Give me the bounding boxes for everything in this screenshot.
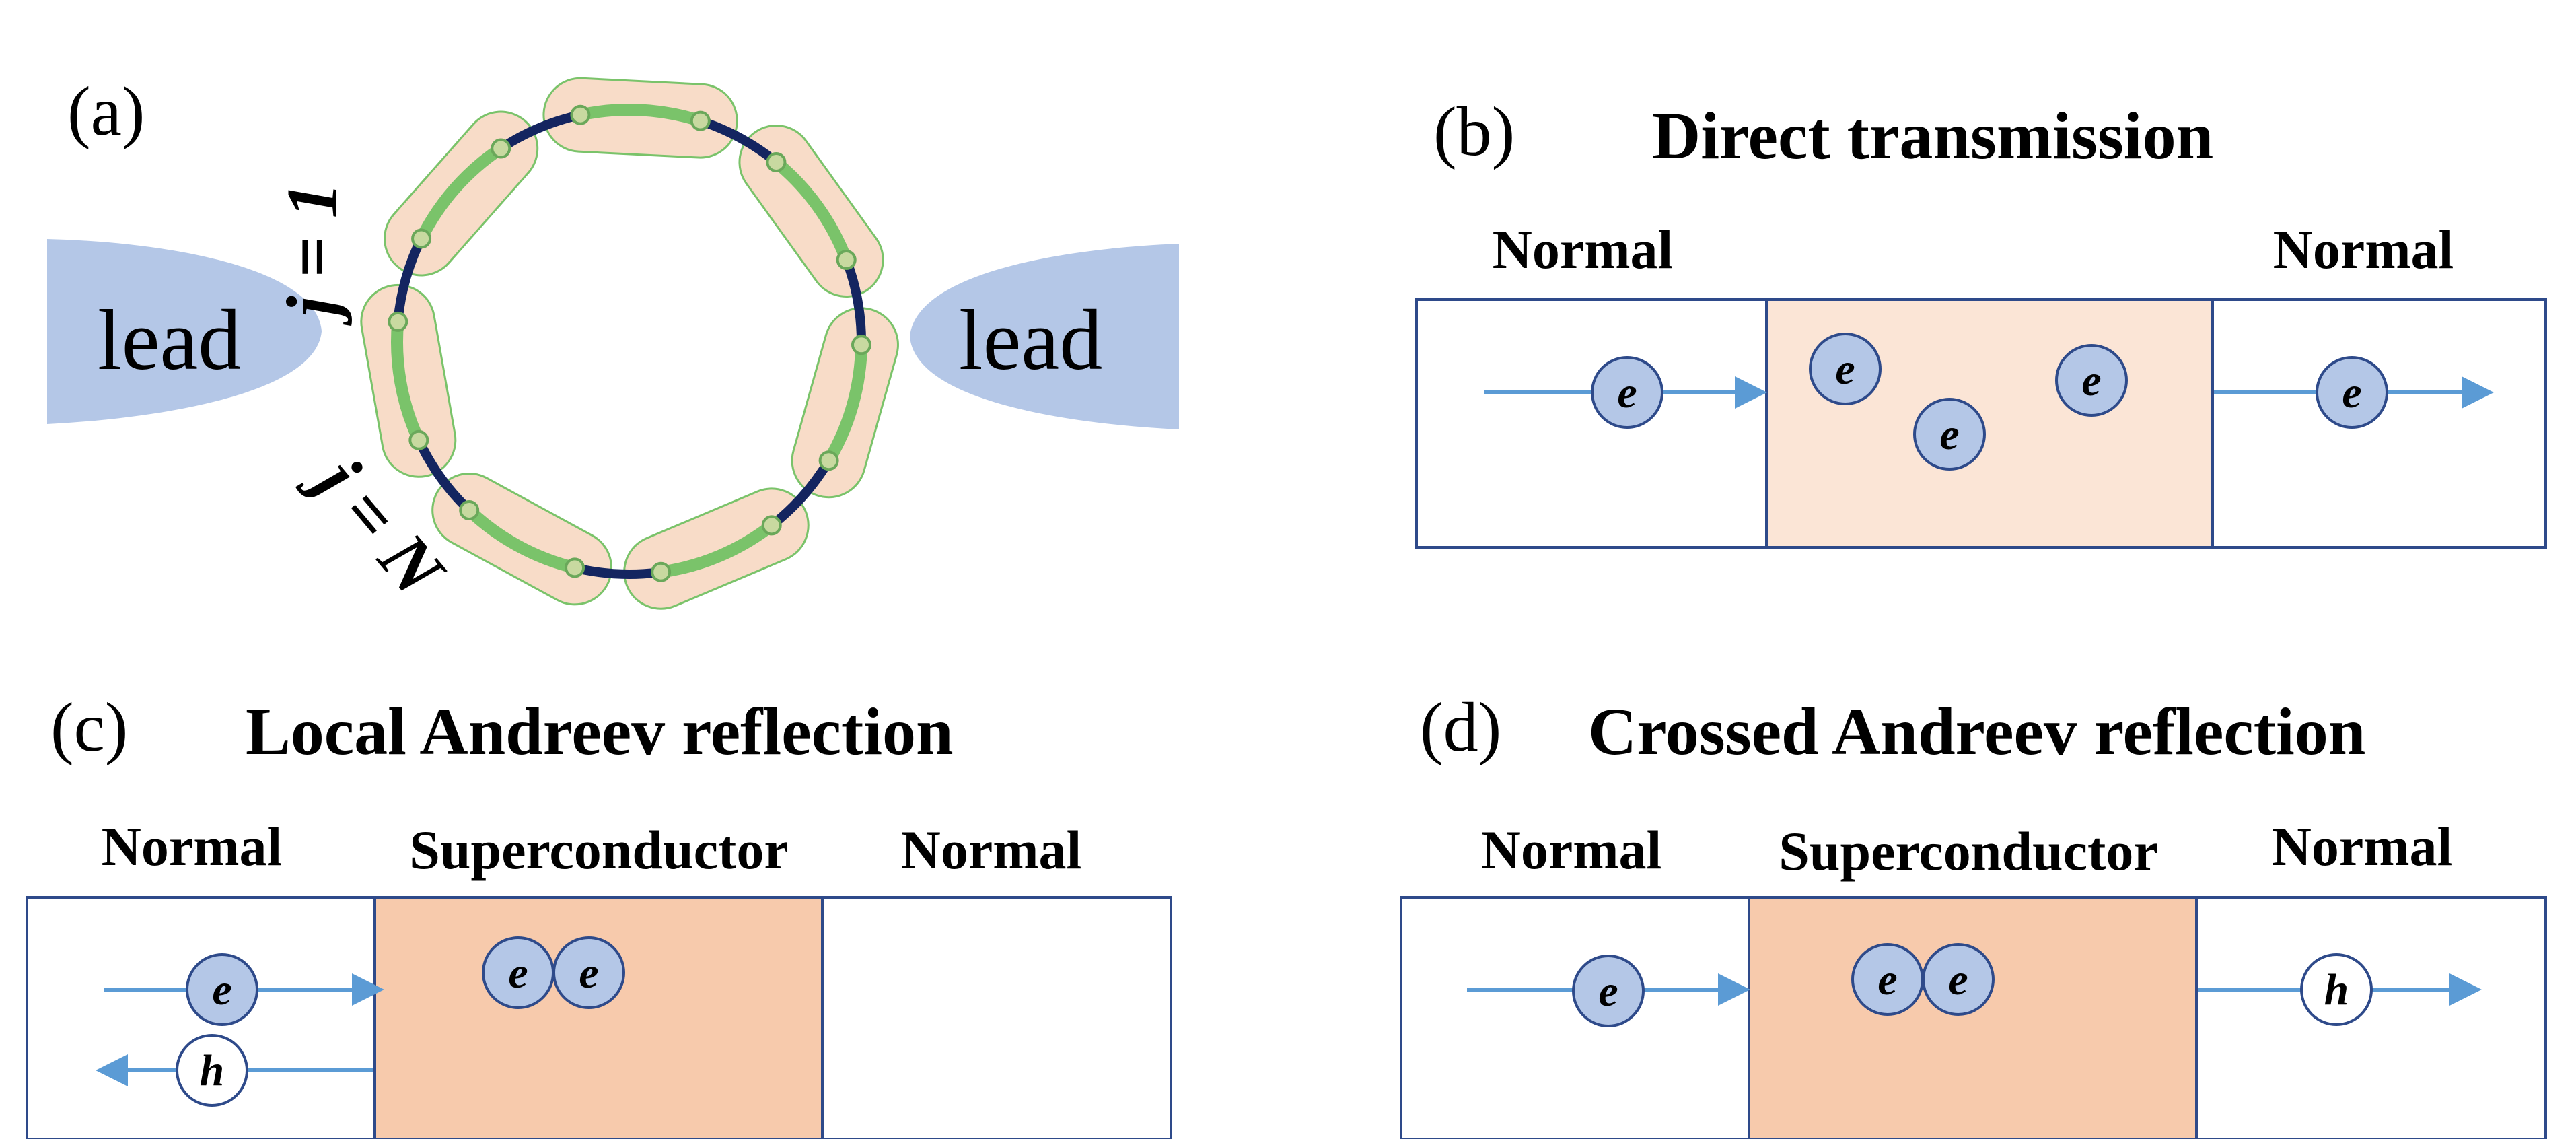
panel-d-hole-transmitted: h: [2300, 953, 2373, 1026]
bond-arc: [465, 506, 577, 574]
bond-arc: [823, 345, 867, 464]
panel-b-title: Direct transmission: [1652, 98, 2213, 173]
panel-c-cooper-pair: e e: [482, 936, 625, 1009]
lead-right-label: lead: [959, 292, 1102, 388]
panel-d-cooper-pair: e e: [1851, 943, 1995, 1016]
panel-d-label: (d): [1420, 689, 1501, 766]
panel-c-middle-label: Superconductor: [409, 819, 788, 881]
lattice-site: [411, 228, 432, 249]
panel-c-superconductor-region: [373, 896, 824, 1139]
bond-arc: [415, 143, 505, 242]
panel-c-label: (c): [50, 689, 128, 766]
svg-text:e: e: [1877, 955, 1897, 1004]
panel-d-right-region: [2195, 896, 2547, 1139]
lattice-site: [491, 138, 511, 159]
panel-b-electron-outgoing: e: [2316, 356, 2388, 429]
panel-c-title: Local Andreev reflection: [246, 694, 954, 769]
panel-b-electron-incoming: e: [1591, 356, 1663, 429]
panel-c-left-label: Normal: [102, 816, 283, 877]
svg-text:e: e: [1598, 967, 1618, 1016]
lead-right-shape: [910, 244, 1179, 429]
panel-b-right-label: Normal: [2273, 219, 2454, 280]
svg-text:h: h: [2324, 965, 2349, 1014]
lattice-site: [761, 515, 782, 536]
panel-d-left-region: [1400, 896, 1750, 1139]
svg-text:e: e: [1835, 345, 1855, 394]
panel-b-electron-middle-3: e: [2055, 344, 2128, 417]
panel-c-electron-incoming: e: [186, 953, 258, 1026]
lattice-site: [690, 110, 711, 131]
lattice-site: [388, 311, 408, 332]
lattice-site: [818, 450, 839, 471]
svg-text:e: e: [1617, 368, 1637, 417]
lattice-site: [836, 249, 857, 270]
panel-b-left-region: [1415, 298, 1768, 549]
svg-text:e: e: [1948, 955, 1968, 1004]
lattice-site: [851, 335, 871, 355]
panel-a: (a) lead lead j = 1 j = N: [47, 73, 1179, 613]
panel-a-label: (a): [67, 73, 145, 150]
panel-d: (d) Crossed Andreev reflection Normal Su…: [1400, 689, 2547, 1139]
panel-b-electron-middle-2: e: [1913, 398, 1986, 471]
panel-c-right-region: [821, 896, 1172, 1139]
svg-text:e: e: [2342, 368, 2361, 417]
panel-b-electron-middle-1: e: [1809, 333, 1882, 405]
bond-arc: [659, 520, 776, 578]
panel-b-label: (b): [1433, 93, 1515, 170]
panel-d-superconductor-region: [1748, 896, 2198, 1139]
svg-text:e: e: [212, 965, 231, 1014]
svg-text:e: e: [579, 948, 598, 998]
lattice-site: [766, 151, 787, 172]
panel-d-left-label: Normal: [1481, 819, 1662, 881]
lead-left-shape: [47, 239, 322, 424]
svg-text:e: e: [508, 948, 528, 998]
j-first-label: j = 1: [273, 182, 353, 326]
panel-c-right-label: Normal: [901, 819, 1082, 881]
panel-b-right-region: [2211, 298, 2547, 549]
panel-c-hole-reflected: h: [176, 1034, 248, 1107]
panel-d-right-label: Normal: [2272, 816, 2453, 877]
lattice-site: [651, 561, 672, 582]
panel-b-left-label: Normal: [1493, 219, 1674, 280]
panel-d-middle-label: Superconductor: [1779, 821, 2157, 882]
bond-arc: [391, 321, 425, 443]
svg-text:e: e: [1939, 410, 1959, 459]
lattice-site: [565, 557, 585, 578]
lattice-site: [408, 429, 429, 450]
svg-text:e: e: [2081, 356, 2101, 405]
svg-text:h: h: [200, 1046, 225, 1095]
panel-c: (c) Local Andreev reflection Normal Supe…: [26, 689, 1172, 1139]
lattice-site: [459, 499, 480, 520]
panel-b: (b) Direct transmission Normal Normal e …: [1415, 93, 2547, 549]
panel-d-electron-incoming: e: [1572, 955, 1645, 1027]
lead-left-label: lead: [98, 292, 241, 388]
ring-sites: [388, 104, 871, 582]
lattice-site: [570, 104, 591, 125]
bond-arc: [579, 104, 703, 127]
bond-arc: [772, 158, 853, 263]
panel-d-title: Crossed Andreev reflection: [1588, 694, 2365, 769]
